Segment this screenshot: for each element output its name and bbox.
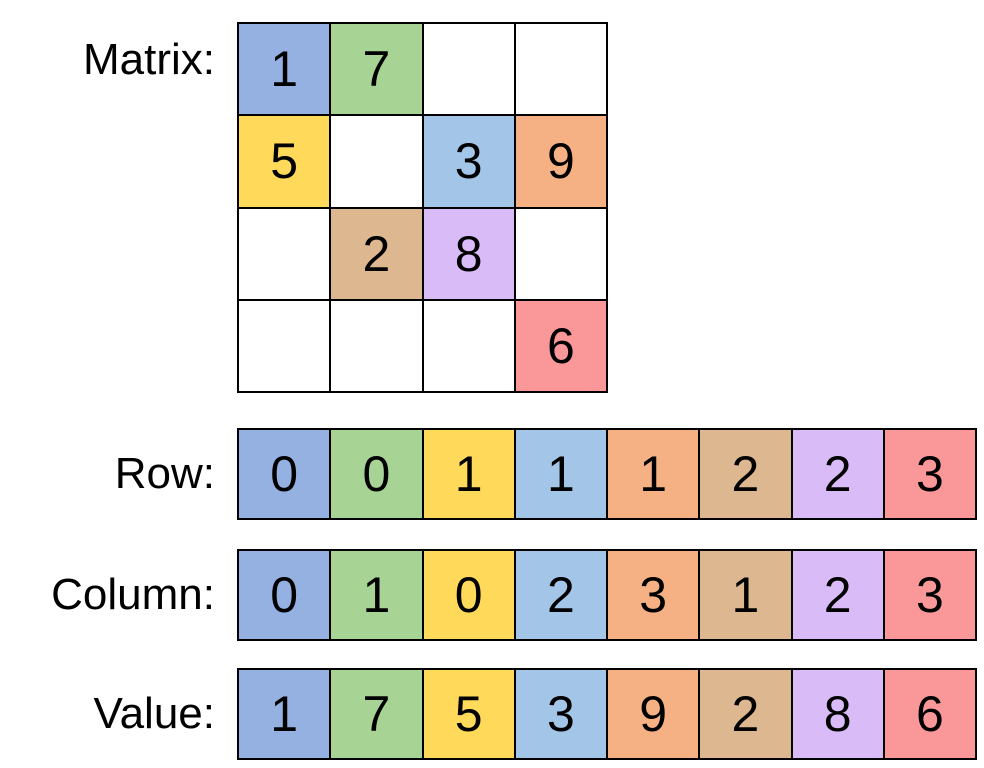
column-array-cell-6: 2 bbox=[792, 551, 883, 639]
column-array-cell-0: 0 bbox=[239, 551, 330, 639]
matrix-cell-r0c0: 1 bbox=[239, 24, 330, 115]
matrix-cell-r0c1: 7 bbox=[331, 24, 422, 115]
value-array-cell-7: 6 bbox=[884, 670, 975, 758]
matrix-cell-r1c1-empty bbox=[331, 116, 422, 207]
matrix-cell-r2c3-empty bbox=[515, 208, 606, 299]
row-array-cell-7: 3 bbox=[884, 430, 975, 518]
row-array-cell-6: 2 bbox=[792, 430, 883, 518]
row-array-cell-5: 2 bbox=[700, 430, 791, 518]
matrix-cell-r3c1-empty bbox=[331, 300, 422, 391]
row-array-cell-3: 1 bbox=[515, 430, 606, 518]
matrix-cell-r3c2-empty bbox=[423, 300, 514, 391]
matrix-label: Matrix: bbox=[83, 35, 215, 84]
row-array-label: Row: bbox=[114, 449, 215, 498]
matrix-cell-r1c0: 5 bbox=[239, 116, 330, 207]
column-array-label: Column: bbox=[51, 570, 215, 619]
value-array-cell-3: 3 bbox=[515, 670, 606, 758]
matrix-cell-r2c2: 8 bbox=[423, 208, 514, 299]
value-array-cell-1: 7 bbox=[331, 670, 422, 758]
matrix-cell-r3c0-empty bbox=[239, 300, 330, 391]
matrix-cell-r2c0-empty bbox=[239, 208, 330, 299]
column-array-cell-1: 1 bbox=[331, 551, 422, 639]
value-array-label: Value: bbox=[93, 689, 216, 738]
matrix-cell-r3c3: 6 bbox=[515, 300, 606, 391]
column-array-cell-3: 2 bbox=[515, 551, 606, 639]
row-array-cell-0: 0 bbox=[239, 430, 330, 518]
column-array-cell-4: 3 bbox=[608, 551, 699, 639]
row-array-cell-4: 1 bbox=[608, 430, 699, 518]
matrix-cell-r2c1: 2 bbox=[331, 208, 422, 299]
value-array-cell-6: 8 bbox=[792, 670, 883, 758]
matrix-cell-r0c2-empty bbox=[423, 24, 514, 115]
value-array-cell-2: 5 bbox=[423, 670, 514, 758]
row-array-cell-2: 1 bbox=[423, 430, 514, 518]
column-array-cell-7: 3 bbox=[884, 551, 975, 639]
matrix-cell-r1c2: 3 bbox=[423, 116, 514, 207]
value-array-cell-0: 1 bbox=[239, 670, 330, 758]
value-array-cell-5: 2 bbox=[700, 670, 791, 758]
value-array-cell-4: 9 bbox=[608, 670, 699, 758]
row-array-cell-1: 0 bbox=[331, 430, 422, 518]
column-array-cell-2: 0 bbox=[423, 551, 514, 639]
matrix-cell-r1c3: 9 bbox=[515, 116, 606, 207]
matrix-cell-r0c3-empty bbox=[515, 24, 606, 115]
column-array-cell-5: 1 bbox=[700, 551, 791, 639]
